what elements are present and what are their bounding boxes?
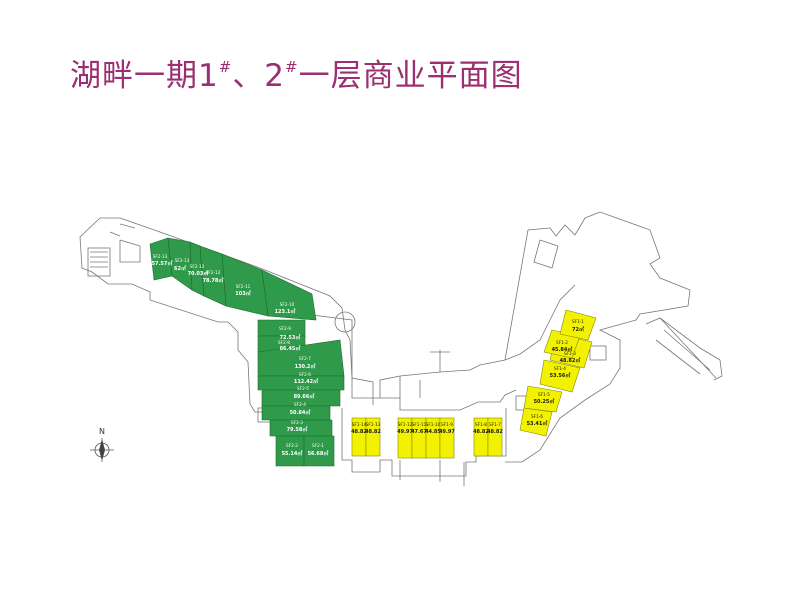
title-tail: 一层商业平面图 bbox=[298, 58, 523, 94]
unit-area: 130.2㎡ bbox=[295, 363, 316, 370]
unit-label: SF2-1 bbox=[312, 443, 324, 448]
unit-label: SF2-12 bbox=[206, 270, 221, 275]
unit-shape-green[interactable] bbox=[303, 435, 335, 467]
unit-area: 48.82 bbox=[487, 429, 503, 435]
unit-label: SF2-13 bbox=[190, 264, 205, 269]
unit-shape-yellow[interactable] bbox=[487, 417, 503, 457]
unit-area: 49.97 bbox=[397, 429, 413, 435]
unit-label: SF1-11 bbox=[412, 422, 427, 427]
page-title: 湖畔一期1#、2#一层商业平面图 bbox=[70, 50, 523, 95]
unit-area: 123.1㎡ bbox=[275, 308, 296, 315]
unit-label: SF1-13 bbox=[366, 422, 381, 427]
unit-shape-yellow[interactable] bbox=[365, 417, 381, 457]
unit-area: 49.97 bbox=[439, 429, 455, 435]
unit-shape-yellow[interactable] bbox=[439, 417, 455, 459]
round-kiosk bbox=[334, 311, 356, 333]
unit-area: 53.41㎡ bbox=[527, 420, 548, 427]
unit-area: 57.57㎡ bbox=[152, 260, 173, 267]
unit-area: 48.82㎡ bbox=[560, 357, 581, 364]
unit-label: SF1-5 bbox=[538, 392, 550, 397]
unit-label: SF1-10 bbox=[426, 422, 441, 427]
unit-shape-green[interactable] bbox=[261, 269, 317, 321]
unit-label: SF1-7 bbox=[489, 422, 501, 427]
unit-label: SF2-2 bbox=[286, 443, 298, 448]
compass-label: N bbox=[99, 427, 105, 436]
unit-label: SF1-8 bbox=[475, 422, 487, 427]
unit-area: 103㎡ bbox=[235, 290, 250, 297]
title-main: 湖畔一期1 bbox=[70, 58, 219, 94]
unit-label: SF2-4 bbox=[294, 402, 306, 407]
unit-area: 44.85 bbox=[425, 429, 441, 435]
unit-label: SF1-4 bbox=[554, 366, 566, 371]
unit-label: SF2-13 bbox=[153, 254, 168, 259]
unit-shape-yellow[interactable] bbox=[539, 359, 581, 393]
unit-area: 53.56㎡ bbox=[550, 372, 571, 379]
stair-block-right bbox=[589, 345, 607, 361]
unit-label: SF2-8 bbox=[278, 340, 290, 345]
unit-shape-green[interactable] bbox=[257, 375, 345, 391]
unit-area: 50.84㎡ bbox=[290, 409, 311, 416]
unit-label: SF1-9 bbox=[441, 422, 453, 427]
title-sup-2: # bbox=[285, 58, 299, 76]
unit-area: 56.68㎡ bbox=[308, 450, 329, 457]
unit-label: SF2-7 bbox=[299, 356, 311, 361]
title-mid: 、2 bbox=[232, 58, 286, 94]
unit-area: 45.84㎡ bbox=[552, 346, 573, 353]
building-outline bbox=[79, 211, 723, 486]
unit-label: SF2-5 bbox=[297, 386, 309, 391]
unit-label: SF1-12 bbox=[398, 422, 413, 427]
unit-area: 112.42㎡ bbox=[294, 378, 318, 385]
yellow-unit-labels: SF1-14 48.82 SF1-13 48.82 SF1-12 49.97 S… bbox=[351, 319, 584, 435]
unit-area: 47.67 bbox=[411, 429, 427, 435]
title-sup-1: # bbox=[218, 58, 233, 76]
unit-label: SF2-13 bbox=[175, 258, 190, 263]
unit-shape-yellow[interactable] bbox=[559, 309, 597, 341]
unit-shape-green[interactable] bbox=[261, 389, 341, 407]
unit-area: 79.58㎡ bbox=[287, 426, 308, 433]
unit-label: SF1-6 bbox=[531, 414, 543, 419]
unit-label: SF2-3 bbox=[291, 420, 303, 425]
yellow-units bbox=[351, 309, 597, 459]
unit-label: SF2-9 bbox=[279, 326, 291, 331]
unit-area: 86.45㎡ bbox=[280, 345, 301, 352]
unit-area: 62㎡ bbox=[174, 265, 186, 272]
unit-label: SF2-10 bbox=[280, 302, 295, 307]
unit-area: 70.03㎡ bbox=[188, 270, 209, 277]
stair-block-left bbox=[87, 247, 111, 277]
green-unit-labels: SF2-13 57.57㎡ SF2-13 62㎡ SF2-13 70.03㎡ S… bbox=[152, 254, 329, 457]
unit-label: SF1-14 bbox=[352, 422, 367, 427]
unit-area: 55.14㎡ bbox=[282, 450, 303, 457]
unit-area: 48.82 bbox=[473, 429, 489, 435]
unit-area: 78.78㎡ bbox=[203, 277, 224, 284]
unit-shape-yellow[interactable] bbox=[523, 385, 563, 413]
unit-shape-yellow[interactable] bbox=[519, 407, 553, 437]
unit-area: 89.66㎡ bbox=[294, 393, 315, 400]
unit-area: 48.82 bbox=[365, 429, 381, 435]
compass-icon: N bbox=[90, 427, 114, 462]
unit-label: SF1-3 bbox=[564, 351, 576, 356]
unit-label: SF1-1 bbox=[572, 319, 584, 324]
unit-label: SF1-2 bbox=[556, 340, 568, 345]
green-units bbox=[149, 237, 345, 467]
unit-area: 48.82 bbox=[351, 429, 367, 435]
unit-area: 72㎡ bbox=[572, 326, 584, 333]
unit-label: SF2-11 bbox=[236, 284, 251, 289]
unit-area: 72.53㎡ bbox=[280, 334, 301, 341]
unit-label: SF2-6 bbox=[299, 372, 311, 377]
unit-area: 50.25㎡ bbox=[534, 398, 555, 405]
